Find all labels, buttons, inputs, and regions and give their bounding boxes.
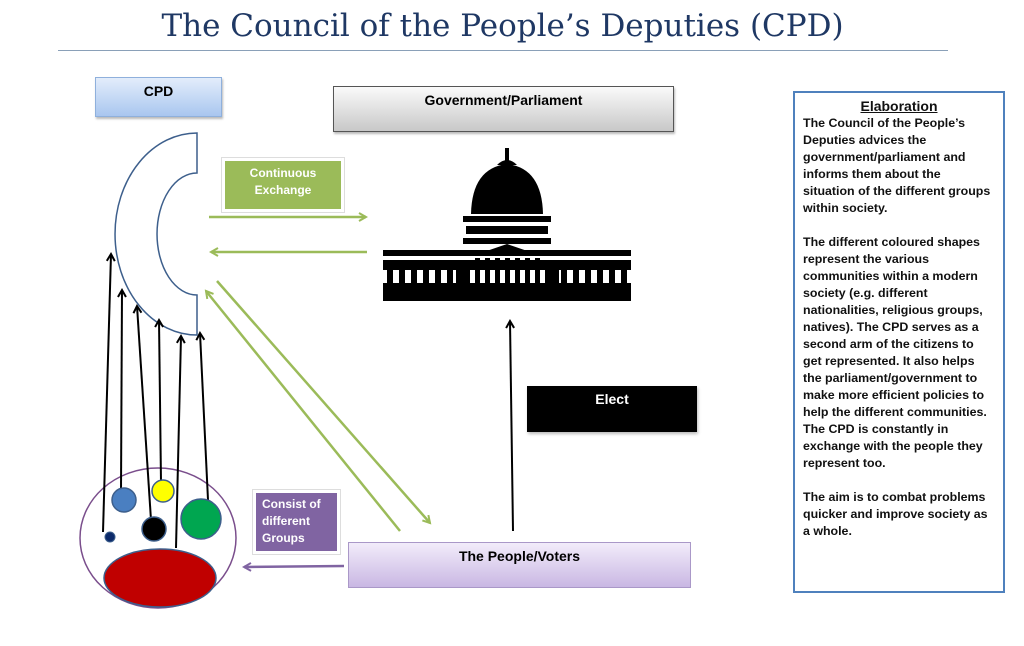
elect-arrow [510,321,513,532]
cpd-box: CPD [95,77,222,117]
continuous-exchange-label: Continuous Exchange [249,166,317,197]
group-navy [104,531,116,543]
elect-label: Elect [595,391,629,407]
group-black [141,516,167,542]
consist-label: Consist of different Groups [262,497,321,545]
continuous-exchange-box: Continuous Exchange [221,157,345,213]
elaboration-paragraph: The different coloured shapes represent … [803,235,987,470]
cpd-label: CPD [143,83,174,99]
title-divider [58,50,948,51]
page-title: The Council of the People’s Deputies (CP… [161,8,844,44]
group-red [103,548,217,608]
group-to-cpd-arrows [102,254,209,549]
exchange-arrows [206,217,430,532]
people-to-groups-arrow [244,566,345,567]
government-box: Government/Parliament [333,86,674,132]
elaboration-paragraph: The aim is to combat problems quicker an… [803,490,988,538]
elect-box: Elect [527,386,697,432]
group-yellow [151,479,175,503]
government-label: Government/Parliament [424,92,583,108]
elaboration-panel: Elaboration The Council of the People’s … [793,91,1005,593]
consist-box: Consist of different Groups [252,489,341,555]
capitol-columns [383,258,631,301]
elaboration-paragraph: The Council of the People’s Deputies adv… [803,116,991,215]
elaboration-heading: Elaboration [860,98,938,114]
people-box: The People/Voters [348,542,691,588]
capitol-building-icon [383,148,631,301]
people-label: The People/Voters [458,548,581,564]
group-blue [111,487,137,513]
group-green [180,498,222,540]
cpd-arm-shape [114,132,198,336]
